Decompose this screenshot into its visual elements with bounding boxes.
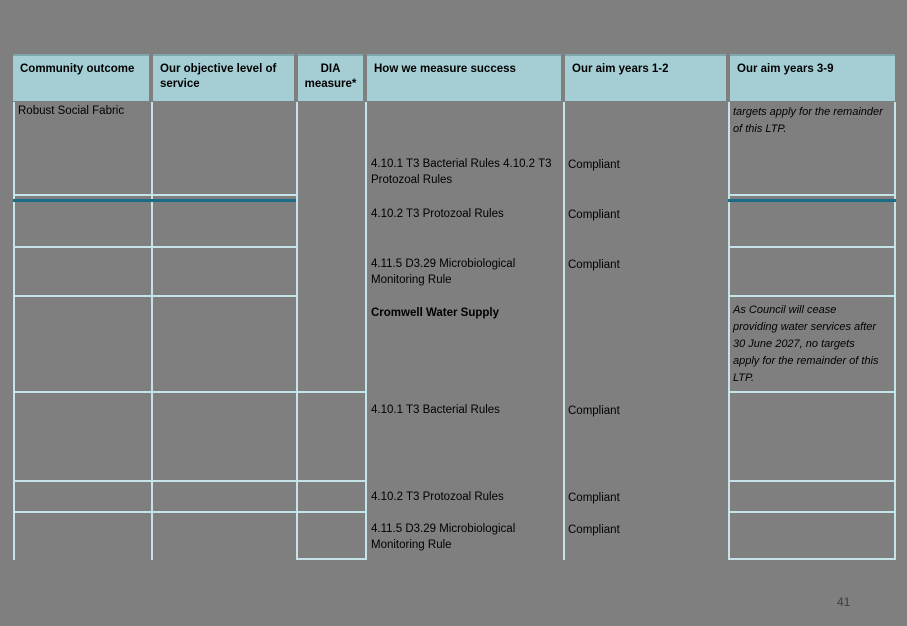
grid-line-horizontal (728, 558, 896, 560)
grid-line-horizontal-dark (13, 199, 296, 202)
aim-years-3-9-note: As Council will cease providing water se… (733, 304, 879, 384)
section-heading: Cromwell Water Supply (371, 307, 500, 319)
measure-name: 4.10.1 T3 Bacterial Rules 4.10.2 T3 Prot… (371, 158, 552, 186)
grid-line-horizontal (13, 511, 367, 513)
aim-years-1-2-value: Compliant (568, 209, 620, 221)
grid-line-vertical (563, 102, 565, 560)
measure-name: 4.10.2 T3 Protozoal Rules (371, 491, 504, 503)
grid-line-horizontal (728, 295, 896, 297)
header-aim-years-1-2: Our aim years 1-2 (565, 54, 726, 101)
measure-name: 4.10.1 T3 Bacterial Rules (371, 404, 500, 416)
grid-line-horizontal-dark (728, 199, 896, 202)
aim-years-1-2-value: Compliant (568, 524, 620, 536)
grid-line-vertical (151, 102, 153, 560)
aim-years-1-2-value: Compliant (568, 259, 620, 271)
grid-line-horizontal (13, 391, 367, 393)
grid-line-horizontal (728, 194, 896, 196)
grid-line-vertical (296, 102, 298, 560)
header-aim-years-3-9: Our aim years 3-9 (730, 54, 895, 101)
header-community-outcome: Community outcome (13, 54, 149, 101)
header-objective-level: Our objective level of service (153, 54, 294, 101)
community-outcome-cell: Robust Social Fabric (18, 105, 125, 117)
measure-name: 4.11.5 D3.29 Microbiological Monitoring … (371, 523, 516, 551)
grid-line-vertical (13, 102, 15, 560)
measure-name: 4.10.2 T3 Protozoal Rules (371, 208, 504, 220)
aim-years-3-9-note: targets apply for the remainder of this … (733, 106, 883, 135)
grid-line-horizontal (728, 246, 896, 248)
aim-years-1-2-value: Compliant (568, 405, 620, 417)
grid-line-horizontal (728, 511, 896, 513)
grid-line-vertical (365, 102, 367, 560)
header-dia-measure: DIA measure* (298, 54, 363, 101)
grid-line-vertical (728, 102, 730, 560)
grid-line-horizontal (13, 194, 296, 196)
grid-line-horizontal (13, 480, 367, 482)
grid-line-horizontal (728, 480, 896, 482)
grid-line-horizontal (728, 391, 896, 393)
grid-line-vertical (894, 102, 896, 560)
page-number: 41 (837, 595, 851, 609)
grid-line-horizontal (13, 295, 296, 297)
aim-years-1-2-value: Compliant (568, 159, 620, 171)
grid-line-horizontal (13, 246, 296, 248)
header-measure-success: How we measure success (367, 54, 561, 101)
measure-name: 4.11.5 D3.29 Microbiological Monitoring … (371, 258, 516, 286)
grid-line-horizontal (296, 558, 367, 560)
aim-years-1-2-value: Compliant (568, 492, 620, 504)
